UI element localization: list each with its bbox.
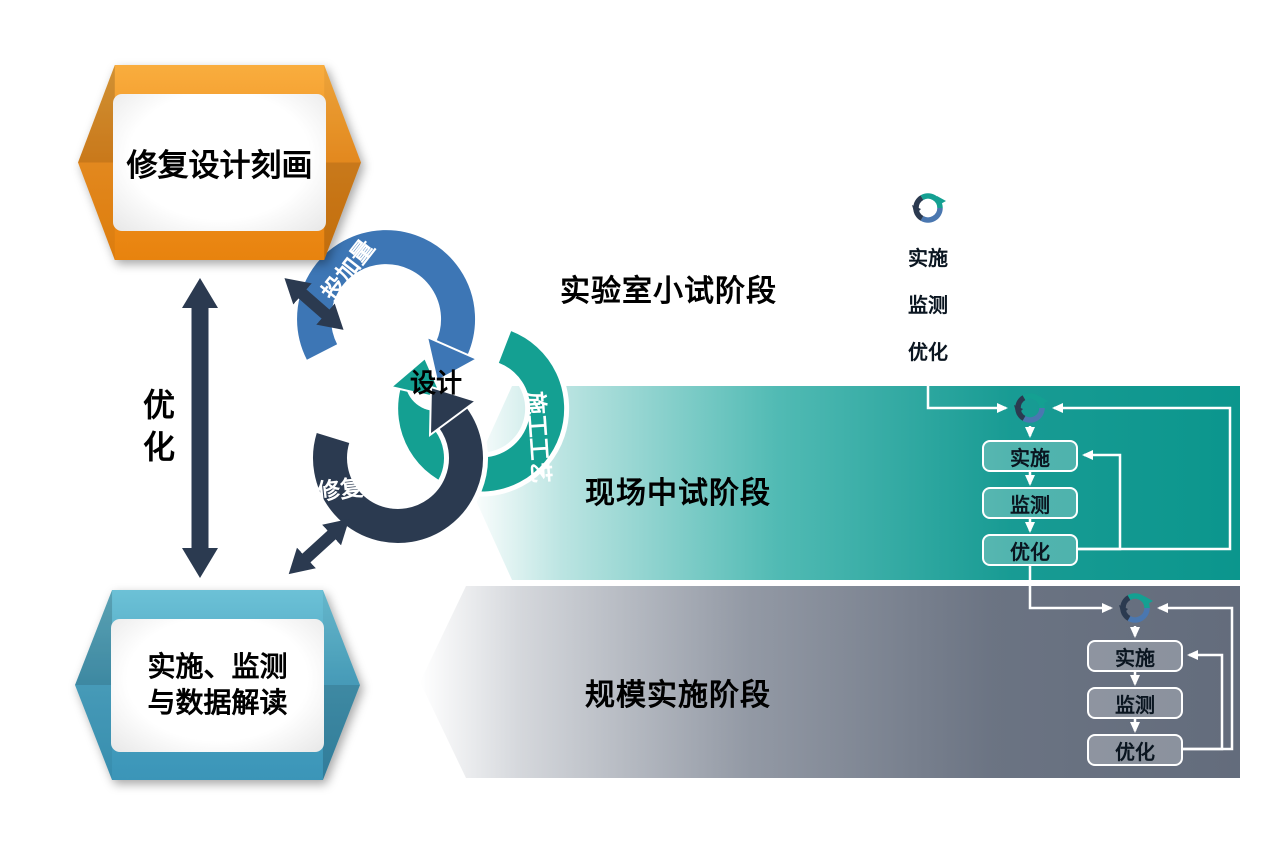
phase-label-lab: 实验室小试阶段 xyxy=(560,275,777,308)
step-box-optimize: 优化 xyxy=(982,534,1078,566)
step-box-optimize: 优化 xyxy=(1087,734,1183,766)
step-box-optimize: 优化 xyxy=(880,334,976,366)
banner-text: 实施、监测 与数据解读 xyxy=(110,618,325,752)
arc-label-material: 修复材料 xyxy=(315,469,410,505)
optimize-label: 优化 xyxy=(139,388,175,472)
bidirectional-arrow-top-diagonal xyxy=(284,278,344,330)
step-box-monitor: 监测 xyxy=(880,287,976,319)
design-center-label: 设计 xyxy=(409,368,462,398)
step-box-implement: 实施 xyxy=(880,240,976,272)
phase-label-scale: 规模实施阶段 xyxy=(585,679,771,712)
step-box-monitor: 监测 xyxy=(982,487,1078,519)
bidirectional-arrow-bottom-diagonal xyxy=(288,518,350,575)
step-box-implement: 实施 xyxy=(1087,640,1183,672)
phase-label-field: 现场中试阶段 xyxy=(585,477,771,510)
phase-band-field xyxy=(468,386,1240,580)
dosage-arc xyxy=(297,230,476,360)
banner-text: 修复设计刻画 xyxy=(113,94,326,231)
banner-remediation-design: 修复设计刻画 xyxy=(78,65,361,260)
step-box-monitor: 监测 xyxy=(1087,687,1183,719)
banner-implementation-monitoring: 实施、监测 与数据解读 xyxy=(75,590,360,780)
phase-band-scale xyxy=(420,586,1240,778)
bidirectional-arrows xyxy=(182,278,350,578)
material-arc xyxy=(313,408,483,543)
step-box-implement: 实施 xyxy=(982,440,1078,472)
